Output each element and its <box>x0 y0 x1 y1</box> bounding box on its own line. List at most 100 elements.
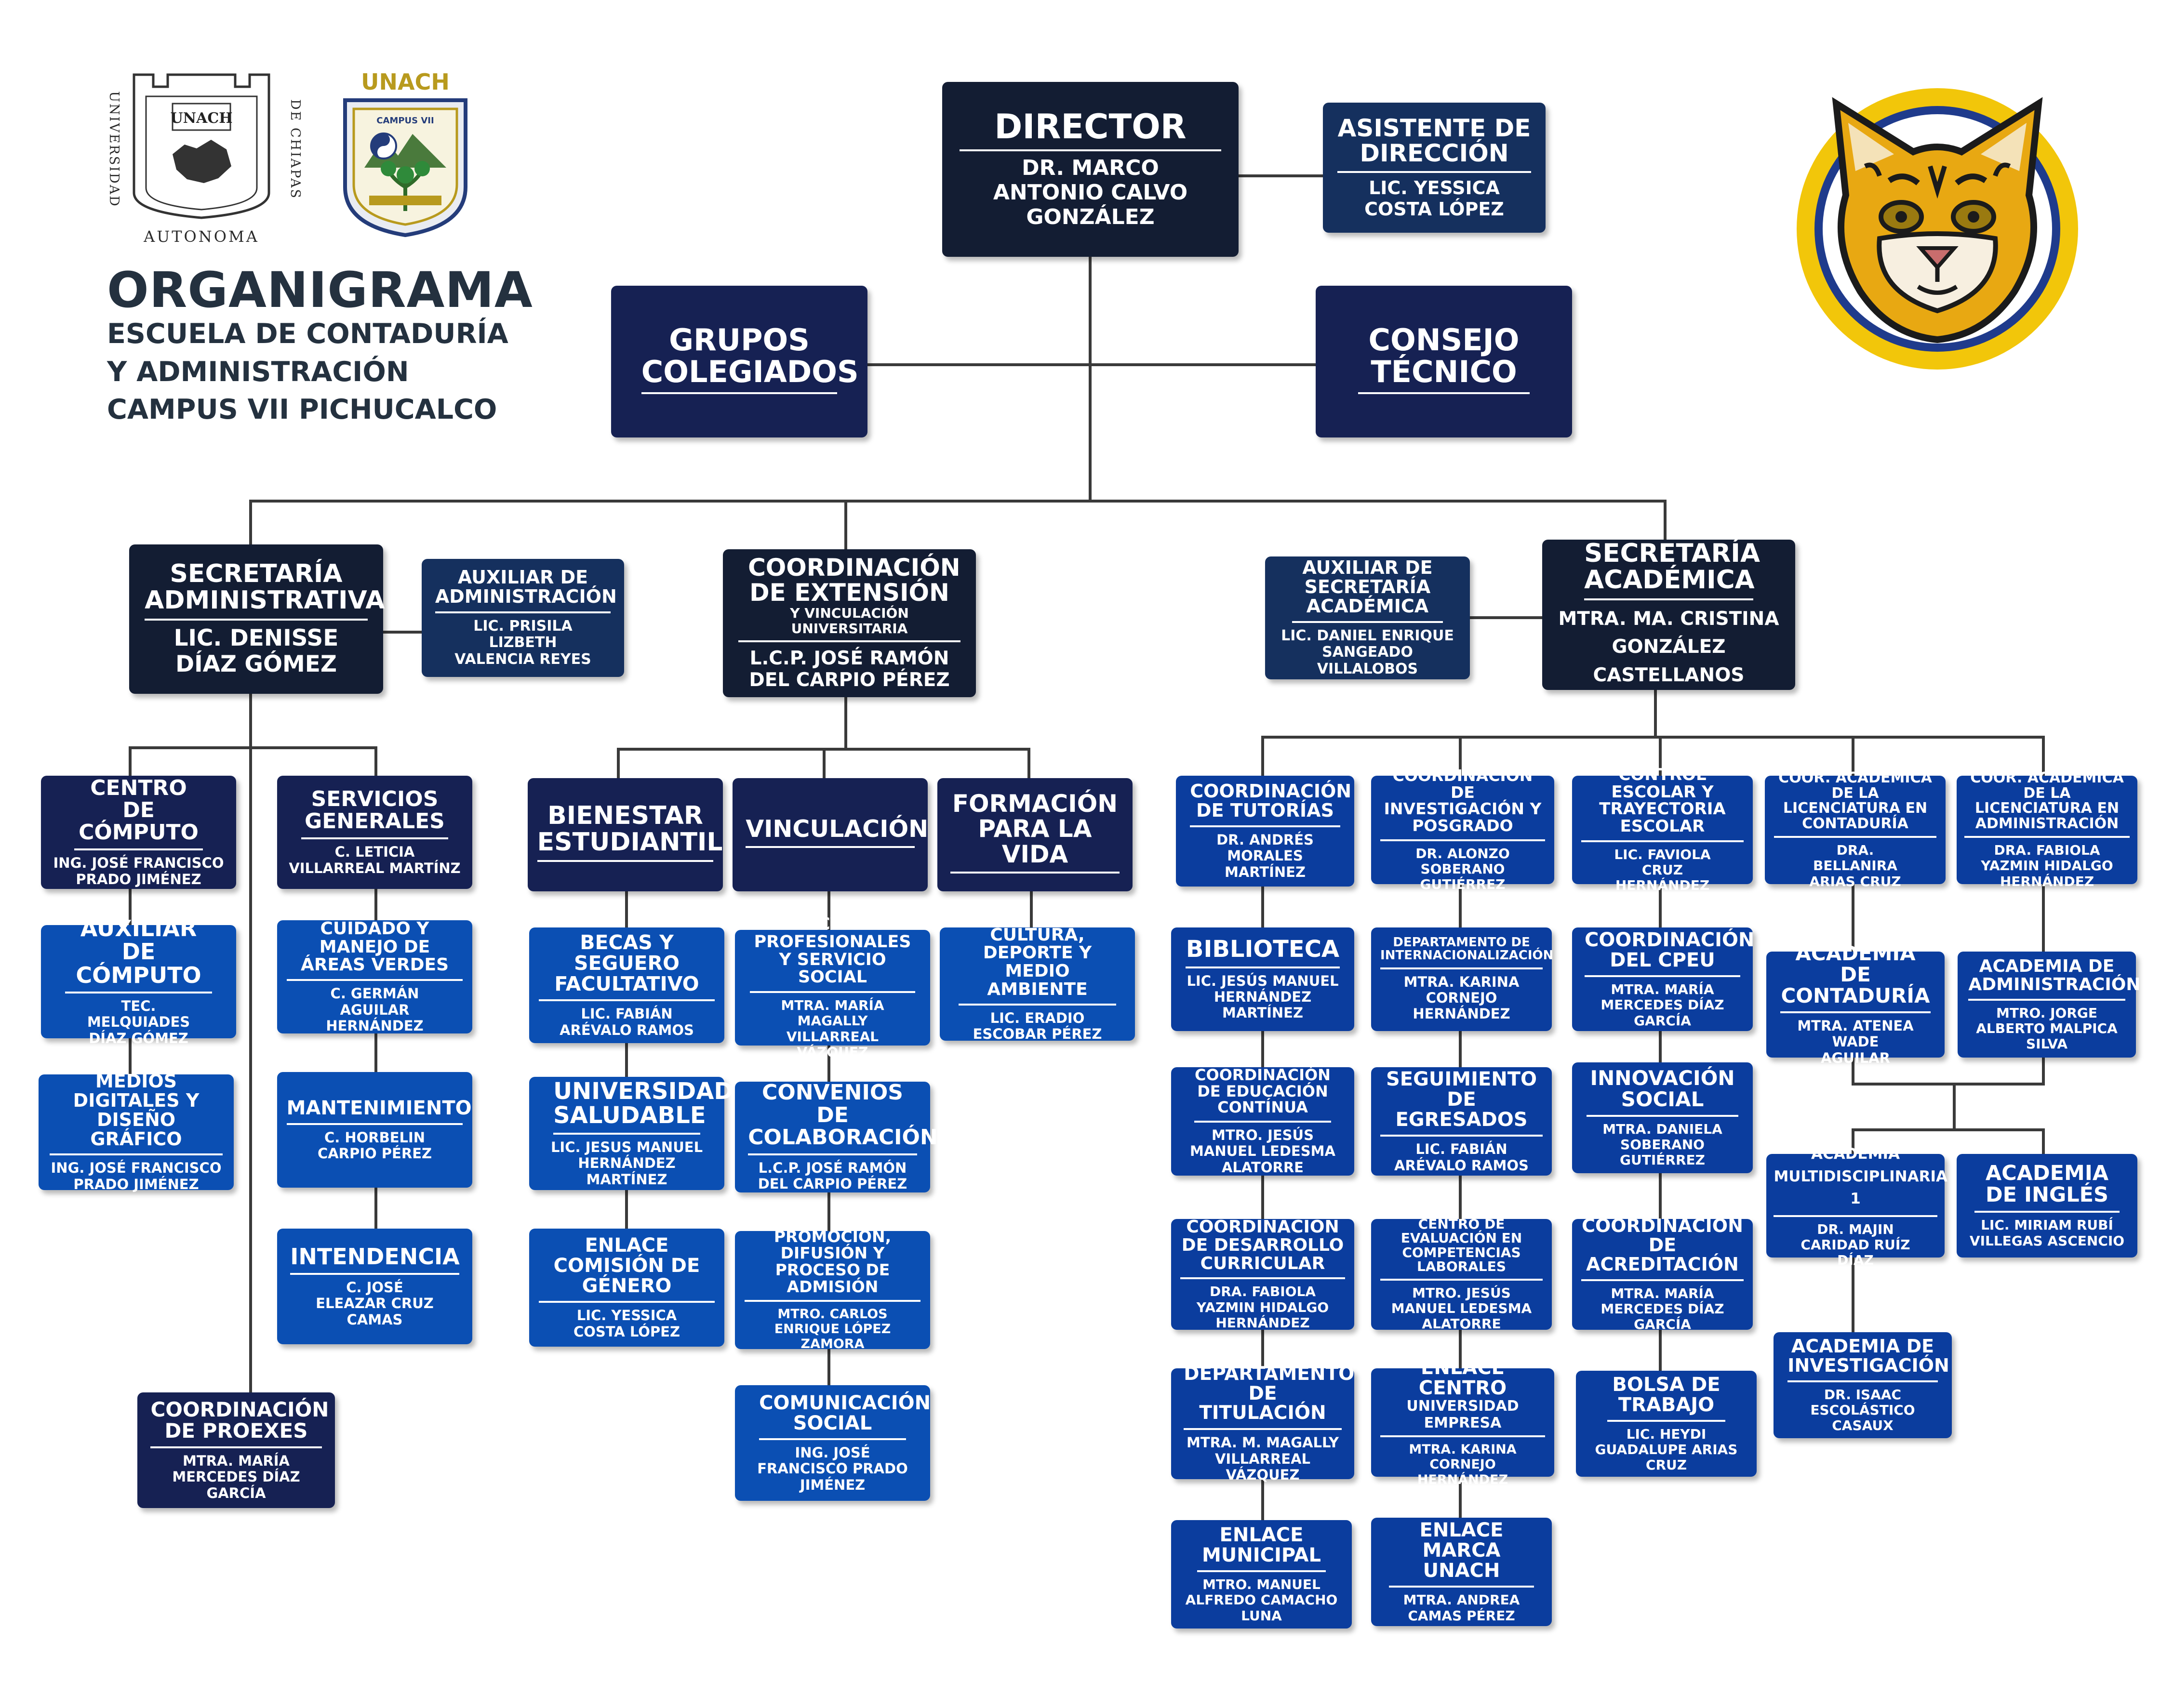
convenios-name: L.C.P. JOSÉ RAMÓN DEL CARPIO PÉREZ <box>758 1159 907 1192</box>
acad-investigacion-name: DR. ISAAC ESCOLÁSTICO CASAUX <box>1810 1386 1915 1433</box>
enlace-genero-title: ENLACE COMISIÓN DE GÉNERO <box>538 1235 715 1303</box>
centro-computo-title: CENTRO DE CÓMPUTO <box>74 777 203 851</box>
convenios-box: CONVENIOS DE COLABORACIÓN L.C.P. JOSÉ RA… <box>735 1082 938 1192</box>
competencias-box: CENTRO DE EVALUACIÓN EN COMPETENCIAS LAB… <box>1371 1217 1552 1331</box>
aux-admin-title: AUXILIAR DE ADMINISTRACIÓN <box>435 568 617 613</box>
medios-name: ING. JOSÉ FRANCISCO PRADO JIMÉNEZ <box>51 1160 222 1192</box>
coord-ext-box: COORDINACIÓN DE EXTENSIÓN Y VINCULACIÓN … <box>723 549 976 697</box>
subtitle-line-1: ESCUELA DE CONTADURÍA <box>107 318 508 350</box>
control-escolar-box: CONTROL ESCOLAR Y TRAYECTORIA ESCOLAR LI… <box>1572 766 1753 893</box>
grupos-title: GRUPOS COLEGIADOS <box>641 324 859 394</box>
biblioteca-name: LIC. JESÚS MANUEL HERNÁNDEZ MARTÍNEZ <box>1187 972 1339 1021</box>
centro-computo-name: ING. JOSÉ FRANCISCO PRADO JIMÉNEZ <box>53 855 224 887</box>
coor-contaduria-name: DRA. BELLANIRA ARIAS CRUZ <box>1809 842 1901 889</box>
titulacion-title: DEPARTAMENTO DE TITULACIÓN <box>1184 1364 1354 1430</box>
tutorias-title: COORDINACIÓN DE TUTORÍAS <box>1190 781 1351 827</box>
cpeu-box: COORDINACIÓN DEL CPEU MTRA. MARÍA MERCED… <box>1572 927 1754 1031</box>
enlace-genero-box: ENLACE COMISIÓN DE GÉNERO LIC. YESSICA C… <box>529 1229 724 1347</box>
acad-investigacion-title: ACADEMIA DE INVESTIGACIÓN <box>1787 1337 1949 1382</box>
innovacion-name: MTRA. DANIELA SOBERANO GUTIÉRREZ <box>1602 1121 1722 1168</box>
cpeu-title: COORDINACIÓN DEL CPEU <box>1585 930 1754 978</box>
universidad-empresa-box: ENLACE CENTRO UNIVERSIDAD EMPRESA MTRA. … <box>1371 1358 1554 1487</box>
marca-unach-box: ENLACE MARCA UNACH MTRA. ANDREA CAMAS PÉ… <box>1371 1518 1552 1626</box>
control-escolar-name: LIC. FAVIOLA CRUZ HERNÁNDEZ <box>1614 846 1711 893</box>
acad-investigacion-box: ACADEMIA DE INVESTIGACIÓN DR. ISAAC ESCO… <box>1774 1332 1952 1438</box>
vinculacion-title: VINCULACIÓN <box>746 816 928 848</box>
acad-administracion-box: ACADEMIA DE ADMINISTRACIÓN MTRO. JORGE A… <box>1958 952 2140 1058</box>
intendencia-box: INTENDENCIA C. JOSÉ ELEAZAR CRUZ CAMAS <box>277 1229 472 1344</box>
director-name: DR. MARCO ANTONIO CALVO GONZÁLEZ <box>993 156 1188 229</box>
acad-administracion-title: ACADEMIA DE ADMINISTRACIÓN <box>1968 957 2140 1001</box>
practicas-title: PRÁCTICAS PROFESIONALES Y SERVICIO SOCIA… <box>750 915 915 993</box>
acad-ingles-box: ACADEMIA DE INGLÉS LIC. MIRIAM RUBÍ VILL… <box>1957 1154 2137 1258</box>
convenios-title: CONVENIOS DE COLABORACIÓN <box>748 1082 938 1155</box>
medios-box: MEDIOS DIGITALES Y DISEÑO GRÁFICO ING. J… <box>39 1072 234 1192</box>
campus-vii-logo: UNACH CAMPUS VII <box>343 69 467 238</box>
educacion-continua-title: COORDINACIÓN DE EDUCACIÓN CONTÍNUA <box>1194 1067 1332 1123</box>
formacion-title: FORMACIÓN PARA LA VIDA <box>950 791 1120 874</box>
comunicacion-box: COMUNICACIÓN SOCIAL ING. JOSÉ FRANCISCO … <box>735 1385 931 1501</box>
titulacion-box: DEPARTAMENTO DE TITULACIÓN MTRA. M. MAGA… <box>1171 1364 1354 1483</box>
page-title: ORGANIGRAMA <box>107 262 533 319</box>
becas-title: BECAS Y SEGUERO FACULTATIVO <box>538 932 715 1002</box>
acreditacion-title: COORDINACIÓN DE ACREDITACIÓN <box>1581 1216 1744 1281</box>
director-title: DIRECTOR <box>959 109 1222 152</box>
mantenimiento-title: MANTENIMIENTO <box>286 1098 472 1125</box>
sec-acad-box: SECRETARÍA ACADÉMICA MTRA. MA. CRISTINA … <box>1542 540 1795 690</box>
tutorias-box: COORDINACIÓN DE TUTORÍAS DR. ANDRÉS MORA… <box>1176 776 1354 887</box>
coord-ext-title: COORDINACIÓN DE EXTENSIÓN <box>748 553 960 607</box>
proexes-title: COORDINACIÓN DE PROEXES <box>150 1399 329 1449</box>
acad-multi-box: ACADEMIA MULTIDISCIPLINARIA 1 DR. MAJIN … <box>1766 1145 1947 1268</box>
becas-box: BECAS Y SEGUERO FACULTATIVO LIC. FABIÁN … <box>529 927 724 1043</box>
investigacion-posgrado-box: COORDINACIÓN DE INVESTIGACIÓN Y POSGRADO… <box>1371 767 1554 892</box>
logo-left-text: UNIVERSIDAD <box>107 91 121 208</box>
investigacion-posgrado-name: DR. ALONZO SOBERANO GUTIÉRREZ <box>1415 845 1510 892</box>
sec-admin-name: LIC. DENISSE DÍAZ GÓMEZ <box>173 624 339 677</box>
marca-unach-name: MTRA. ANDREA CAMAS PÉREZ <box>1403 1592 1520 1624</box>
proexes-name: MTRA. MARÍA MERCEDES DÍAZ GARCÍA <box>172 1453 300 1501</box>
universidad-saludable-box: UNIVERSIDAD SALUDABLE LIC. JESUS MANUEL … <box>529 1077 733 1190</box>
universidad-empresa-name: MTRA. KARINA CORNEJO HERNÁNDEZ <box>1409 1442 1517 1487</box>
comunicacion-name: ING. JOSÉ FRANCISCO PRADO JIMÉNEZ <box>757 1444 908 1493</box>
coor-administracion-title: COOR. ACADÉMICA DE LA LICENCIATURA EN AD… <box>1964 770 2130 838</box>
comunicacion-title: COMUNICACIÓN SOCIAL <box>759 1393 931 1440</box>
desarrollo-curricular-box: COORDINACIÓN DE DESARROLLO CURRICULAR DR… <box>1171 1218 1354 1330</box>
enlace-municipal-box: ENLACE MUNICIPAL MTRO. MANUEL ALFREDO CA… <box>1171 1520 1352 1629</box>
titulacion-name: MTRA. M. MAGALLY VILLARREAL VÁZQUEZ <box>1186 1434 1339 1483</box>
universidad-saludable-title: UNIVERSIDAD SALUDABLE <box>553 1079 733 1135</box>
egresados-box: SEGUIMIENTO DE EGRESADOS LIC. FABIÁN ARÉ… <box>1371 1067 1552 1176</box>
coord-ext-name: L.C.P. JOSÉ RAMÓN DEL CARPIO PÉREZ <box>749 648 950 691</box>
biblioteca-title: BIBLIOTECA <box>1185 937 1340 968</box>
coor-contaduria-box: COOR. ACADÉMICA DE LA LICENCIATURA EN CO… <box>1765 770 1946 889</box>
acreditacion-name: MTRA. MARÍA MERCEDES DÍAZ GARCÍA <box>1600 1285 1724 1332</box>
desarrollo-curricular-title: COORDINACIÓN DE DESARROLLO CURRICULAR <box>1180 1218 1345 1280</box>
director-box: DIRECTOR DR. MARCO ANTONIO CALVO GONZÁLE… <box>942 82 1239 257</box>
promocion-box: PROMOCIÓN, DIFUSIÓN Y PROCESO DE ADMISIÓ… <box>735 1228 930 1351</box>
aux-acad-title: AUXILIAR DE SECRETARÍA ACADÉMICA <box>1292 558 1443 623</box>
acad-ingles-name: LIC. MIRIAM RUBÍ VILLEGAS ASCENCIO <box>1969 1217 2125 1249</box>
aux-acad-box: AUXILIAR DE SECRETARÍA ACADÉMICA LIC. DA… <box>1265 556 1470 679</box>
proexes-box: COORDINACIÓN DE PROEXES MTRA. MARÍA MERC… <box>137 1392 335 1508</box>
bolsa-box: BOLSA DE TRABAJO LIC. HEYDI GUADALUPE AR… <box>1576 1371 1757 1477</box>
egresados-name: LIC. FABIÁN ARÉVALO RAMOS <box>1394 1141 1529 1174</box>
servicios-box: SERVICIOS GENERALES C. LETICIA VILLARREA… <box>277 776 472 889</box>
ocelot-mascot-icon <box>1797 88 2078 370</box>
subtitle-line-3: CAMPUS VII PICHUCALCO <box>107 394 497 426</box>
page-title-block: ORGANIGRAMA ESCUELA DE CONTADURÍA Y ADMI… <box>107 266 533 429</box>
cultura-name: LIC. ERADIO ESCOBAR PÉREZ <box>973 1009 1102 1043</box>
consejo-title: CONSEJO TÉCNICO <box>1358 324 1530 394</box>
vinculacion-box: VINCULACIÓN <box>733 778 928 891</box>
acreditacion-box: COORDINACIÓN DE ACREDITACIÓN MTRA. MARÍA… <box>1572 1216 1753 1332</box>
enlace-municipal-name: MTRO. MANUEL ALFREDO CAMACHO LUNA <box>1185 1576 1338 1624</box>
bolsa-title: BOLSA DE TRABAJO <box>1607 1375 1726 1422</box>
cultura-box: CULTURA, DEPORTE Y MEDIO AMBIENTE LIC. E… <box>940 926 1135 1043</box>
egresados-title: SEGUIMIENTO DE EGRESADOS <box>1380 1069 1543 1137</box>
intendencia-title: INTENDENCIA <box>290 1245 460 1275</box>
unach-crest-logo: UNIVERSIDAD DE CHIAPAS UNACH AUTONOMA <box>107 73 303 246</box>
asistente-name: LIC. YESSICA COSTA LÓPEZ <box>1364 177 1504 220</box>
intendencia-name: C. JOSÉ ELEAZAR CRUZ CAMAS <box>316 1279 434 1328</box>
sec-acad-name: MTRA. MA. CRISTINA GONZÁLEZ CASTELLANOS <box>1558 608 1779 686</box>
competencias-title: CENTRO DE EVALUACIÓN EN COMPETENCIAS LAB… <box>1380 1217 1543 1281</box>
cpeu-name: MTRA. MARÍA MERCEDES DÍAZ GARCÍA <box>1600 981 1724 1029</box>
sec-acad-title: SECRETARÍA ACADÉMICA <box>1584 540 1760 600</box>
